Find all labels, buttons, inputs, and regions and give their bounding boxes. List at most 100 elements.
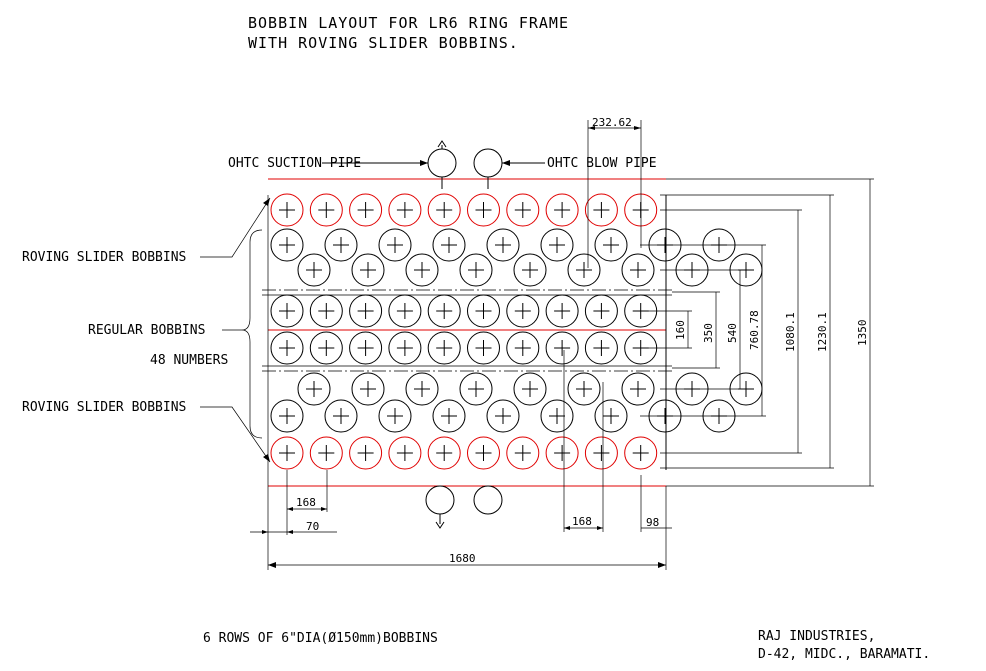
dim-168-left: 168	[296, 496, 316, 509]
bobbin-roving	[378, 399, 412, 433]
suction-pipe-top	[427, 140, 457, 189]
bobbin-roving	[388, 436, 422, 470]
bobbin-roving	[309, 436, 343, 470]
bobbin-regular	[467, 331, 500, 365]
bobbin-roving	[270, 193, 304, 227]
blow-pipe-bottom	[473, 485, 503, 515]
suction-pipe-bottom	[425, 485, 455, 529]
bobbin-roving	[405, 372, 439, 406]
bobbin-roving	[513, 253, 547, 287]
arrow-icon	[263, 198, 270, 206]
label-regular-bobbins: REGULAR BOBBINS	[88, 323, 205, 338]
bobbin-regular	[349, 331, 383, 365]
regular-brace	[241, 229, 263, 439]
bobbin-roving	[351, 372, 385, 406]
bobbin-regular	[427, 331, 461, 365]
bobbin-roving	[540, 399, 574, 433]
label-blow-pipe: OHTC BLOW PIPE	[547, 156, 657, 171]
bobbin-roving	[467, 193, 500, 227]
bobbin-roving	[486, 228, 520, 262]
bobbin-regular	[427, 294, 461, 328]
bobbin-regular	[545, 294, 579, 328]
dim-1680: 1680	[449, 552, 476, 565]
bobbin-roving	[324, 399, 358, 433]
bobbin-regular	[270, 331, 304, 365]
bobbin-roving	[270, 228, 304, 262]
bobbin-regular	[584, 294, 618, 328]
dim-160: 160	[674, 320, 687, 340]
bobbin-regular	[506, 331, 540, 365]
bobbin-roving	[594, 228, 628, 262]
bobbin-roving	[467, 436, 500, 470]
bobbin-roving	[545, 436, 579, 470]
dim-540: 540	[726, 323, 739, 343]
bobbin-roving	[584, 193, 618, 227]
title-line-2: WITH ROVING SLIDER BOBBINS.	[248, 34, 519, 52]
bobbin-roving	[270, 436, 304, 470]
roving-top-leader	[200, 197, 271, 258]
bobbin-roving	[432, 228, 466, 262]
bobbin-roving	[349, 193, 383, 227]
bobbin-roving	[270, 399, 304, 433]
bobbin-regular	[309, 294, 343, 328]
bobbin-roving	[378, 228, 412, 262]
dim-1230: 1230.1	[816, 312, 829, 352]
bobbin-roving	[486, 399, 520, 433]
bobbin-roving	[309, 193, 343, 227]
dim-168-right: 168	[572, 515, 592, 528]
right-dimensions	[640, 178, 874, 487]
bobbin-roving	[351, 253, 385, 287]
arrow-icon	[502, 160, 510, 166]
bobbin-roving	[427, 436, 461, 470]
bobbin-regular	[584, 331, 618, 365]
title-line-1: BOBBIN LAYOUT FOR LR6 RING FRAME	[248, 14, 569, 32]
bobbin-roving	[594, 399, 628, 433]
roving-bottom-leader	[200, 406, 271, 463]
bobbin-roving	[324, 228, 358, 262]
footer-rows: 6 ROWS OF 6"DIA(Ø150mm)BOBBINS	[203, 631, 438, 646]
bobbin-roving	[506, 193, 540, 227]
label-suction-pipe: OHTC SUCTION PIPE	[228, 156, 361, 171]
bobbin-regular	[506, 294, 540, 328]
bobbin-roving	[405, 253, 439, 287]
bobbin-roving	[459, 253, 493, 287]
bobbin-roving	[621, 372, 655, 406]
bobbin-roving	[459, 372, 493, 406]
bobbin-roving	[506, 436, 540, 470]
bobbin-regular	[309, 331, 343, 365]
bobbin-regular	[388, 331, 422, 365]
label-roving-bottom: ROVING SLIDER BOBBINS	[22, 400, 186, 415]
label-regular-count: 48 NUMBERS	[150, 353, 228, 368]
bobbin-roving	[567, 372, 601, 406]
dim-232: 232.62	[592, 116, 632, 129]
bobbin-roving	[621, 253, 655, 287]
dim-70: 70	[306, 520, 319, 533]
dim-1080: 1080.1	[784, 312, 797, 352]
bottom-dimensions	[250, 195, 672, 570]
label-roving-top: ROVING SLIDER BOBBINS	[22, 250, 186, 265]
bobbin-roving	[584, 436, 618, 470]
bobbin-regular	[388, 294, 422, 328]
bobbin-roving	[545, 193, 579, 227]
dim-98: 98	[646, 516, 659, 529]
arrow-icon	[263, 454, 270, 462]
bobbin-roving	[567, 253, 601, 287]
bobbin-regular	[545, 331, 579, 365]
dim-1350: 1350	[856, 320, 869, 347]
arrow-icon	[420, 160, 428, 166]
bobbin-roving	[297, 253, 331, 287]
bobbin-roving	[388, 193, 422, 227]
bobbin-regular	[349, 294, 383, 328]
bobbin-roving	[432, 399, 466, 433]
bobbin-roving	[513, 372, 547, 406]
bobbin-roving	[349, 436, 383, 470]
dim-350: 350	[702, 323, 715, 343]
bobbin-roving	[540, 228, 574, 262]
blow-pipe-top	[473, 148, 503, 189]
bobbin-roving	[427, 193, 461, 227]
company-name: RAJ INDUSTRIES,	[758, 629, 875, 644]
company-address: D-42, MIDC., BARAMATI.	[758, 647, 930, 662]
bobbin-grid	[270, 193, 763, 470]
bobbin-roving	[624, 436, 658, 470]
